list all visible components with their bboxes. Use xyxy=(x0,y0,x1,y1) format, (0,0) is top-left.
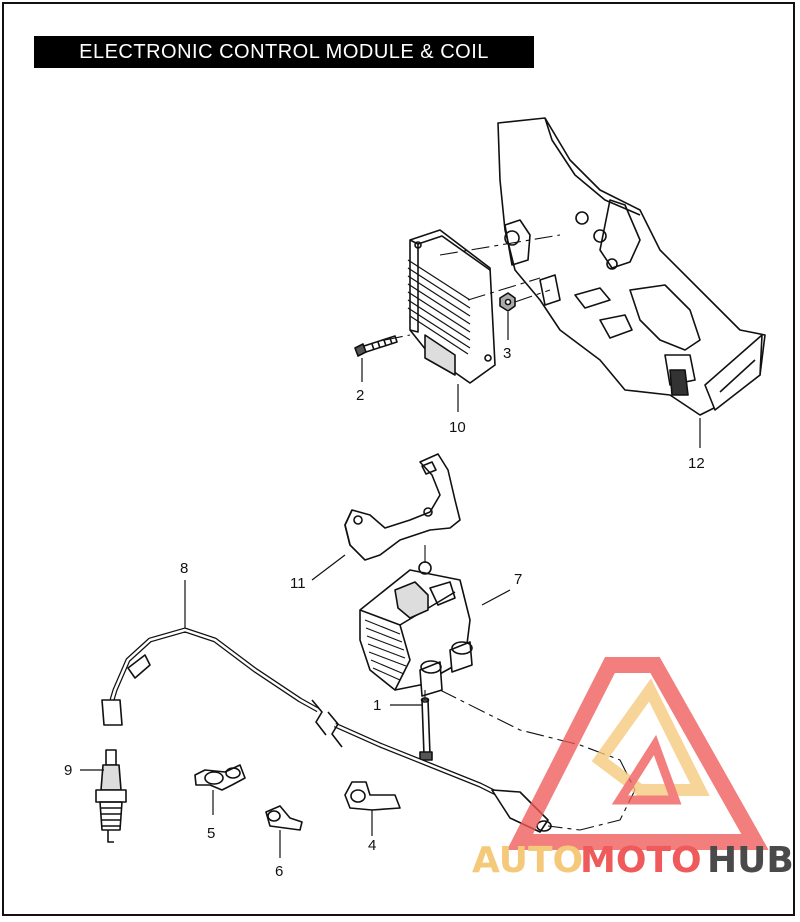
part-2-bolt xyxy=(354,335,398,357)
callout-3: 3 xyxy=(503,345,511,362)
callout-5: 5 xyxy=(207,825,215,842)
part-7-ignition-coil xyxy=(359,561,473,697)
watermark-wordmark: AUTO MOTO HUB xyxy=(472,840,794,881)
callout-1: 1 xyxy=(373,697,381,714)
part-9-spark-plug xyxy=(95,749,127,843)
callout-6: 6 xyxy=(275,863,283,880)
callout-9: 9 xyxy=(64,762,72,779)
watermark-text-auto: AUTO xyxy=(472,840,583,881)
part-3-nut xyxy=(499,292,516,312)
part-5-clip xyxy=(194,764,246,791)
part-12-mounting-plate xyxy=(497,117,766,416)
part-8-spark-plug-wire xyxy=(101,627,552,833)
watermark-text-moto: MOTO xyxy=(580,840,702,881)
part-10-control-module xyxy=(407,229,496,384)
callout-12: 12 xyxy=(688,455,705,472)
page-title: ELECTRONIC CONTROL MODULE & COIL xyxy=(34,36,534,68)
watermark-text-hub: HUB xyxy=(707,840,794,881)
callout-10: 10 xyxy=(449,419,466,436)
alignment-lines xyxy=(384,234,636,831)
part-4-p-clamp xyxy=(344,781,401,811)
callout-11: 11 xyxy=(290,575,306,592)
part-1-screw xyxy=(419,697,433,761)
part-11-coil-bracket xyxy=(344,453,461,561)
watermark-logo xyxy=(506,657,769,850)
callout-7: 7 xyxy=(514,571,522,588)
callout-8: 8 xyxy=(180,560,188,577)
leader-lines xyxy=(80,312,701,858)
callout-2: 2 xyxy=(356,387,364,404)
part-6-small-clip xyxy=(265,805,303,831)
callout-4: 4 xyxy=(368,837,376,854)
callout-labels: 2 3 10 12 11 7 8 1 9 5 6 4 xyxy=(64,345,705,880)
